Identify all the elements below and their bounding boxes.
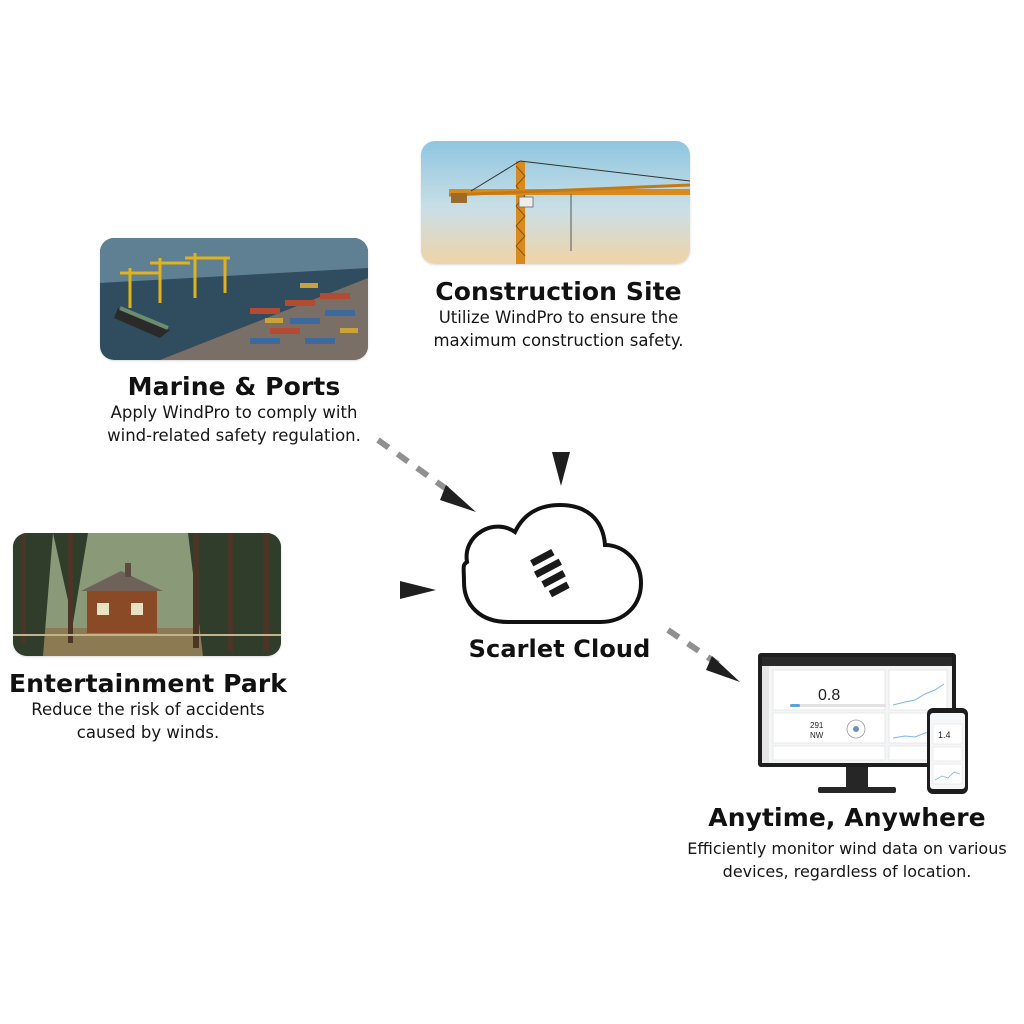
entertainment-park-title: Entertainment Park: [8, 669, 288, 698]
park-desc-line-1: Reduce the risk of accidents: [31, 700, 265, 719]
marine-desc-line-2: wind-related safety regulation.: [107, 426, 361, 445]
construction-site-title: Construction Site: [435, 277, 682, 306]
anywhere-desc-line-1: Efficiently monitor wind data on various: [687, 839, 1007, 858]
construction-site-description: Utilize WindPro to ensure the maximum co…: [401, 306, 716, 352]
marine-desc-line-1: Apply WindPro to comply with: [110, 403, 358, 422]
construction-desc-line-1: Utilize WindPro to ensure the: [438, 308, 679, 327]
marine-ports-photo: [100, 238, 368, 360]
construction-site-photo: [421, 141, 690, 264]
marine-to-cloud-arrow: [376, 437, 476, 512]
construction-to-cloud-arrow: [552, 366, 570, 486]
cloud-to-devices-arrow: [666, 627, 740, 682]
anytime-anywhere-description: Efficiently monitor wind data on various…: [672, 837, 1022, 883]
entertainment-park-description: Reduce the risk of accidents caused by w…: [0, 698, 296, 744]
marine-ports-title: Marine & Ports: [127, 372, 341, 401]
park-to-cloud-arrow: [305, 581, 436, 599]
marine-ports-description: Apply WindPro to comply with wind-relate…: [80, 401, 388, 447]
anytime-anywhere-title: Anytime, Anywhere: [708, 803, 986, 832]
anywhere-desc-line-2: devices, regardless of location.: [722, 862, 972, 881]
entertainment-park-photo: [13, 533, 281, 656]
construction-desc-line-2: maximum construction safety.: [433, 331, 684, 350]
scarlet-cloud-label: Scarlet Cloud: [468, 635, 651, 663]
park-desc-line-2: caused by winds.: [76, 723, 220, 742]
